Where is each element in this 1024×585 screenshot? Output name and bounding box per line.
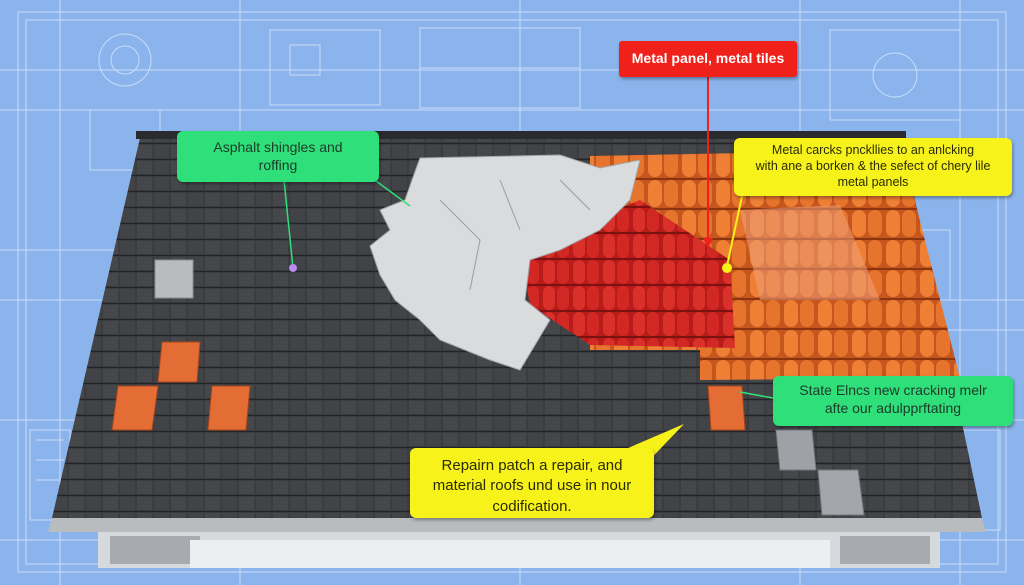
orange-tile-patch [157,341,201,383]
callout-text: Metal panel, metal tiles [631,50,785,66]
callout-text: with ane a borken & the sefect of chery … [755,159,991,173]
metal-cracks-pointer [726,195,743,267]
slate-tile [817,469,865,516]
callout-text: codification. [492,497,572,515]
callout-metal-panel: Metal panel, metal tiles [619,41,797,77]
metal-panel-patch [369,154,641,371]
orange-tile-patch [111,385,159,431]
callout-text: Repairn patch a repair, and [441,457,623,474]
callout-text: afte our adulpprftating [824,399,962,416]
callout-text: Metal carcks pnckllies to an anlcking [771,143,975,157]
callout-text: material roofs und use in nour [432,477,632,495]
slate-tile [775,429,817,471]
callout-repair-patch: Repairn patch a repair, and material roo… [410,448,654,518]
asphalt-pointer [283,179,294,269]
callout-text: Asphalt shingles and [213,139,343,155]
orange-tile-patch [207,385,251,431]
callout-slate: State Elncs new cracking melr afte our a… [773,376,1013,426]
orange-tile-patch [707,385,746,431]
callout-asphalt-shingles: Asphalt shingles and roffing [177,131,379,182]
callout-metal-cracks: Metal carcks pnckllies to an anlcking wi… [734,138,1012,196]
callout-text: State Elncs new cracking melr [799,382,987,398]
callout-text: metal panels [837,175,909,189]
slate-tile [154,259,194,299]
callout-text: roffing [258,156,298,173]
